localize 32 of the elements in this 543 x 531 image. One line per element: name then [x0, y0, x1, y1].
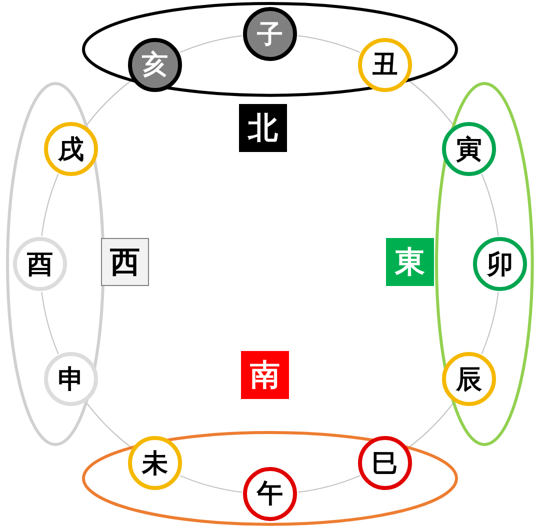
circle-arc: [481, 174, 499, 236]
direction-box: 西: [101, 238, 149, 286]
branch-circle: 卯: [472, 237, 527, 291]
group-ellipse: [82, 2, 458, 97]
branch-circle: 戌: [44, 122, 98, 176]
circle-arc: [298, 475, 360, 493]
branch-circle: 亥: [128, 38, 182, 92]
branch-circle: 巳: [358, 436, 412, 490]
circle-arc: [86, 80, 132, 126]
direction-box: 南: [241, 351, 289, 399]
branch-circle: 寅: [442, 122, 496, 176]
branch-circle: 子: [243, 7, 297, 61]
circle-arc: [481, 292, 499, 354]
branch-circle: 未: [128, 436, 182, 490]
circle-arc: [41, 292, 59, 354]
group-ellipse: [6, 82, 105, 446]
circle-arc: [86, 402, 132, 448]
circle-arc: [180, 475, 242, 493]
circle-arc: [41, 174, 59, 236]
branch-circle: 申: [44, 352, 98, 406]
circle-arc: [408, 402, 454, 448]
branch-circle: 酉: [13, 237, 67, 291]
circle-arc: [408, 80, 454, 126]
direction-box: 北: [239, 104, 287, 152]
branch-circle: 午: [243, 466, 297, 521]
branch-circle: 辰: [442, 352, 496, 406]
circle-arc: [180, 35, 242, 53]
direction-box: 東: [386, 238, 434, 286]
branch-circle: 丑: [358, 38, 412, 92]
group-ellipse: [82, 431, 458, 526]
circle-arc: [298, 35, 360, 53]
group-ellipse: [435, 82, 534, 446]
